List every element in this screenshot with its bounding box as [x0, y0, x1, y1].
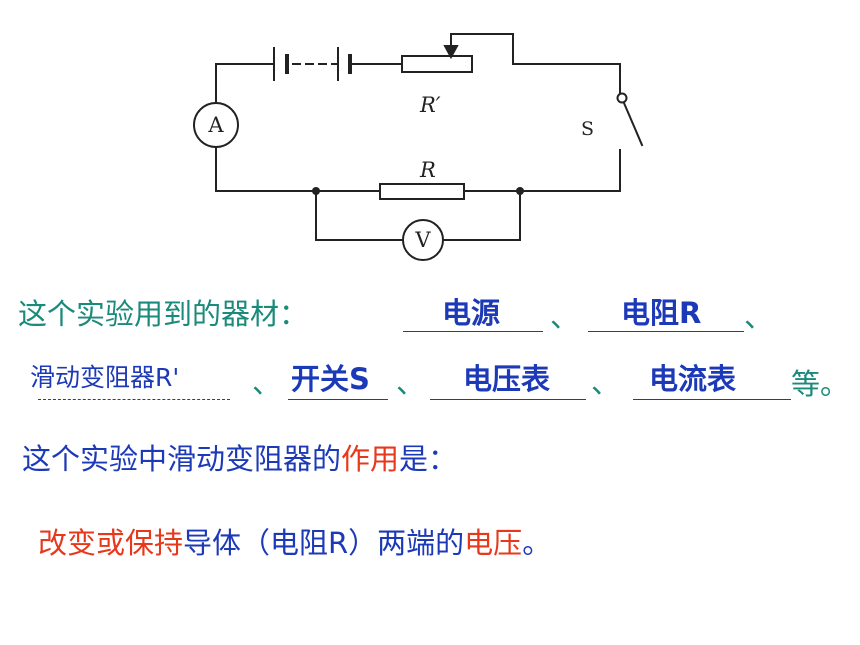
function-prompt-keyword: 作用: [341, 442, 400, 476]
answer-part-c: 电压: [464, 526, 523, 560]
blank-2: [588, 331, 744, 332]
switch-label: S: [581, 118, 594, 140]
answer-part-a: 改变或保持: [38, 526, 184, 560]
blank-4: [288, 399, 388, 400]
blank-3: [38, 399, 230, 400]
separator-1: 、: [550, 300, 580, 334]
answer-part-b: 导体（电阻R）两端的: [183, 526, 465, 560]
function-answer: 改变或保持导体（电阻R）两端的电压。: [38, 526, 551, 560]
separator-2: 、: [744, 300, 774, 334]
ammeter-label: A: [207, 113, 224, 137]
ending-text: 等。: [791, 367, 850, 401]
switch-blade: [622, 101, 644, 147]
voltmeter: [402, 219, 444, 261]
resistor-body: [379, 183, 465, 200]
separator-5: 、: [591, 366, 621, 400]
function-prompt-c: 是：: [399, 442, 458, 476]
equipment-prompt: 这个实验用到的器材：: [18, 297, 309, 331]
rheostat-slider-wire: [450, 33, 514, 65]
blank-5: [430, 399, 586, 400]
rheostat-body: [401, 55, 473, 73]
switch-pivot: [616, 92, 628, 104]
resistor-label: R: [419, 158, 436, 182]
separator-3: 、: [252, 366, 282, 400]
circuit-diagram: A V R′ R S: [193, 33, 644, 261]
answer-switch: 开关S: [291, 362, 370, 396]
voltmeter-label: V: [414, 228, 431, 252]
junction-left: [312, 187, 320, 195]
function-prompt: 这个实验中滑动变阻器的作用是：: [22, 442, 457, 476]
rheostat-slider-arrow: [443, 45, 459, 60]
separator-4: 、: [396, 366, 426, 400]
blank-6: [633, 399, 791, 400]
answer-voltmeter: 电压表: [463, 362, 551, 396]
ammeter: [193, 102, 239, 148]
rheostat-label: R′: [419, 93, 441, 117]
answer-part-d: 。: [522, 526, 552, 560]
answer-power-source: 电源: [442, 296, 501, 330]
answer-ammeter: 电流表: [649, 362, 737, 396]
function-prompt-a: 这个实验中滑动变阻器的: [22, 442, 342, 476]
answer-rheostat: 滑动变阻器R': [30, 363, 180, 392]
answer-resistor: 电阻R: [621, 296, 702, 330]
blank-1: [403, 331, 543, 332]
junction-right: [516, 187, 524, 195]
